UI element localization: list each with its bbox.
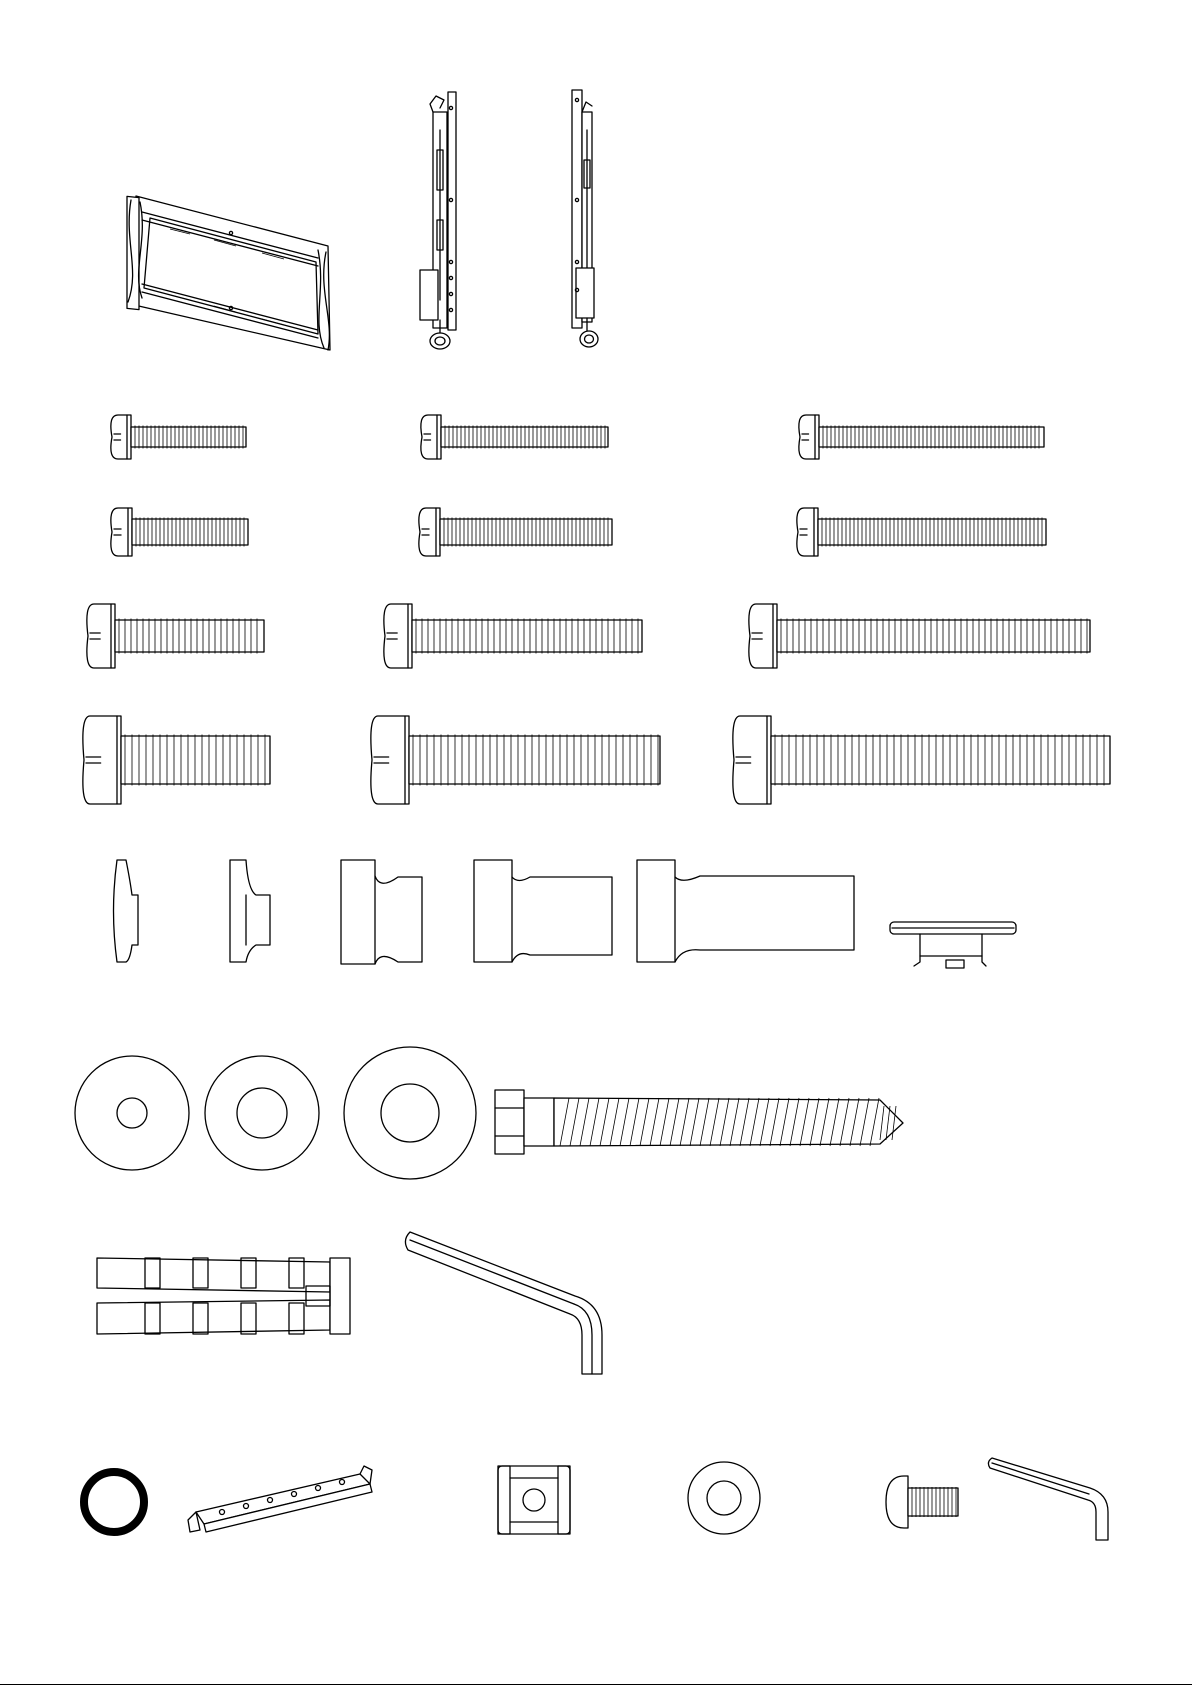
m6-screw-short — [87, 604, 264, 668]
spacer-xl — [637, 860, 854, 962]
button-head-screw — [886, 1476, 958, 1528]
m8-screw-long — [733, 716, 1110, 804]
small-allen-key — [988, 1458, 1108, 1540]
m6-screw-medium — [384, 604, 642, 668]
spacer-l — [474, 860, 612, 962]
wall-anchor — [97, 1258, 350, 1334]
small-washer — [688, 1462, 760, 1534]
m5-screw-short — [111, 508, 248, 556]
lag-bolt — [495, 1090, 903, 1154]
level-bracket — [188, 1466, 372, 1532]
square-nut — [498, 1466, 570, 1534]
m5-screw-medium — [419, 508, 612, 556]
m8-screw-short — [83, 716, 270, 804]
wall-plate — [127, 196, 330, 350]
large-allen-key — [405, 1232, 602, 1374]
m8-screw-medium — [371, 716, 660, 804]
washer-small — [75, 1056, 189, 1170]
m6-screw-long — [749, 604, 1090, 668]
m4-screw-medium — [421, 415, 608, 459]
right-bracket-arm — [572, 90, 598, 347]
m4-screw-short — [111, 415, 246, 459]
m5-screw-long — [797, 508, 1046, 556]
spacer-s — [230, 860, 270, 962]
m4-screw-long — [799, 415, 1044, 459]
spacer-xs — [114, 860, 139, 962]
washer-large — [344, 1047, 476, 1179]
safety-clip — [890, 922, 1016, 968]
o-ring — [84, 1472, 144, 1532]
left-bracket-arm — [420, 92, 456, 349]
washer-medium — [205, 1056, 319, 1170]
spacer-m — [341, 860, 422, 964]
screw-rows — [83, 415, 1110, 804]
